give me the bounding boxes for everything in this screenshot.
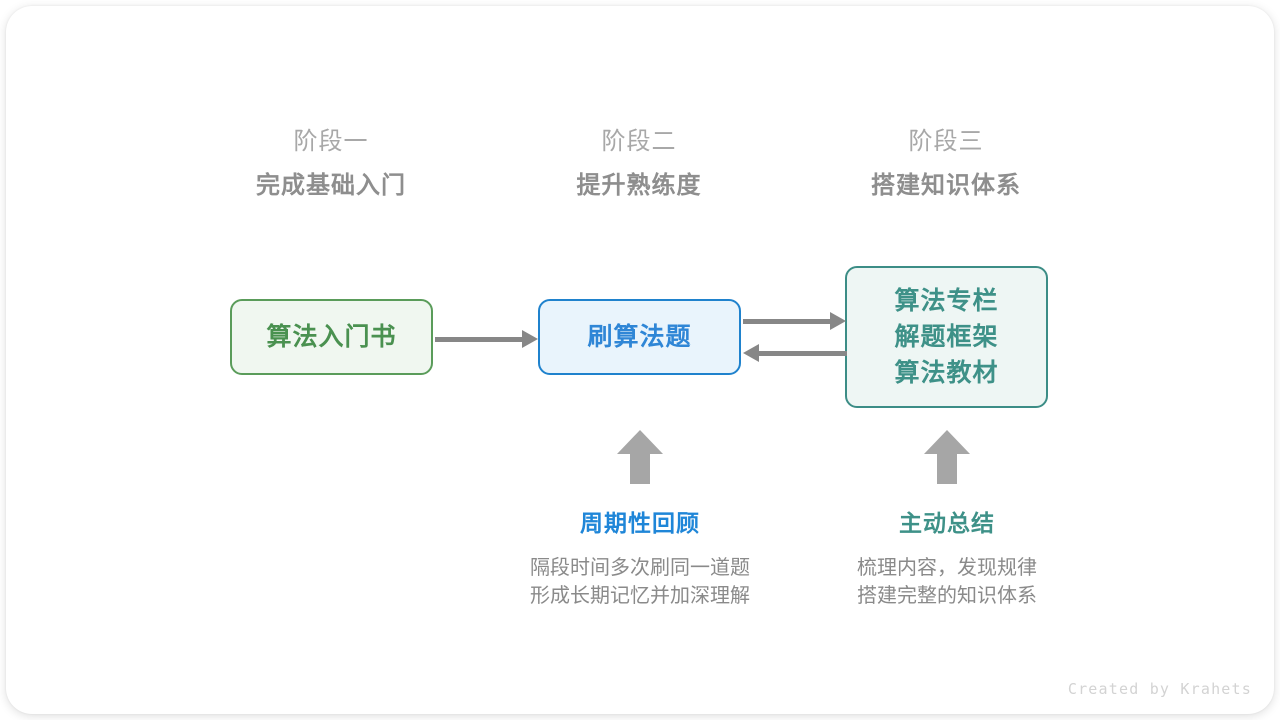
arrow-shaft: [435, 337, 523, 342]
node-resources-line-2: 解题框架: [894, 322, 999, 351]
arrow-up-to-practice-icon: [617, 430, 663, 484]
annotation-review-body: 隔段时间多次刷同一道题 形成长期记忆并加深理解: [480, 555, 800, 610]
node-primer-line-1: 算法入门书: [266, 322, 397, 351]
annotation-summary-body-line-2: 搭建完整的知识体系: [857, 584, 1037, 607]
arrow-shaft: [743, 319, 831, 324]
arrow-resources-to-practice-icon: [743, 342, 847, 364]
watermark-credit: Created by Krahets: [1067, 680, 1252, 698]
arrow-up-stem: [937, 452, 957, 484]
arrow-practice-to-resources-icon: [743, 310, 847, 332]
annotation-active-summary: 主动总结 梳理内容，发现规律 搭建完整的知识体系: [787, 512, 1107, 610]
stage-header-2: 阶段二 提升熟练度: [539, 130, 739, 198]
annotation-summary-body-line-1: 梳理内容，发现规律: [857, 557, 1037, 579]
annotation-summary-title: 主动总结: [899, 510, 995, 536]
annotation-review-title: 周期性回顾: [580, 510, 700, 536]
stage-header-3: 阶段三 搭建知识体系: [846, 130, 1046, 198]
stage-header-1: 阶段一 完成基础入门: [231, 130, 431, 198]
arrow-head: [522, 330, 538, 348]
stage-2-title: 提升熟练度: [576, 172, 702, 199]
arrow-shaft: [759, 351, 847, 356]
annotation-review-body-line-2: 形成长期记忆并加深理解: [530, 584, 750, 607]
arrow-head: [830, 312, 846, 330]
annotation-periodic-review: 周期性回顾 隔段时间多次刷同一道题 形成长期记忆并加深理解: [480, 512, 800, 610]
arrow-head: [743, 344, 759, 362]
node-learning-resources[interactable]: 算法专栏 解题框架 算法教材: [845, 266, 1048, 408]
stage-1-index-label: 阶段一: [293, 128, 369, 155]
node-practice-line-1: 刷算法题: [587, 322, 692, 351]
node-algorithm-primer-book[interactable]: 算法入门书: [230, 299, 433, 375]
annotation-summary-body: 梳理内容，发现规律 搭建完整的知识体系: [787, 555, 1107, 610]
annotation-review-body-line-1: 隔段时间多次刷同一道题: [530, 557, 750, 579]
node-resources-line-1: 算法专栏: [894, 286, 999, 315]
arrow-up-to-resources-icon: [924, 430, 970, 484]
arrow-up-tip: [924, 430, 970, 454]
node-resources-line-3: 算法教材: [894, 359, 999, 388]
stage-2-index-label: 阶段二: [601, 128, 677, 155]
stage-3-title: 搭建知识体系: [871, 172, 1021, 199]
arrow-primer-to-practice-icon: [435, 328, 538, 350]
arrow-up-stem: [630, 452, 650, 484]
stage-3-index-label: 阶段三: [908, 128, 984, 155]
arrow-up-tip: [617, 430, 663, 454]
node-practice-problems[interactable]: 刷算法题: [538, 299, 741, 375]
stage-1-title: 完成基础入门: [256, 172, 406, 199]
